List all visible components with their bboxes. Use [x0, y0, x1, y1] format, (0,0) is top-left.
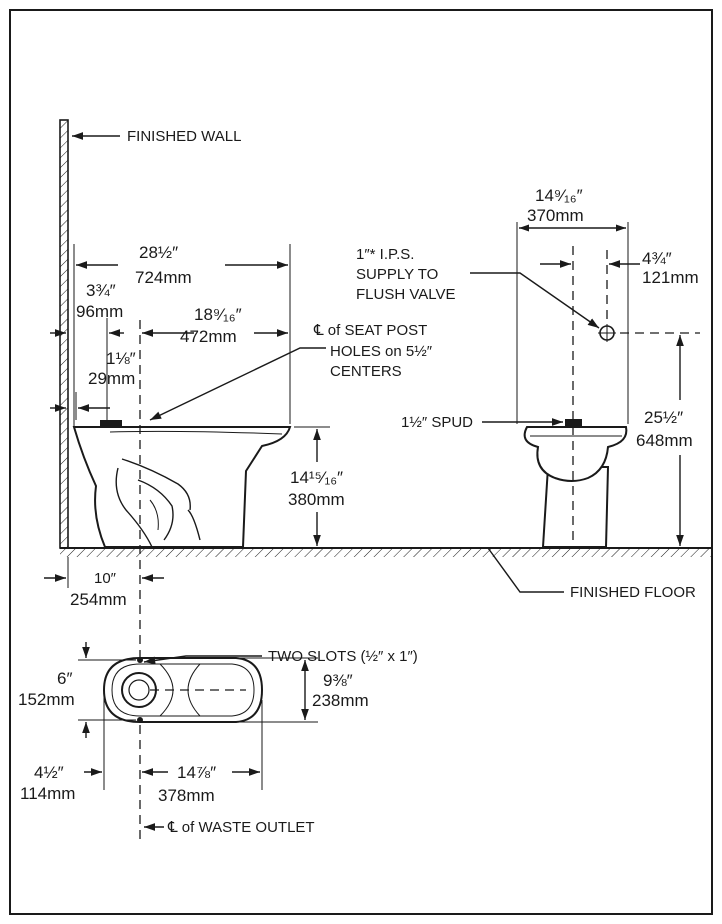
seat-offset-in: 3¾″	[86, 281, 116, 300]
slot-spacing-in: 6″	[57, 669, 72, 688]
tank-gap-mm: 29mm	[88, 369, 135, 388]
finished-wall	[59, 119, 69, 549]
finished-floor-label: FINISHED FLOOR	[570, 584, 696, 601]
side-view: FINISHED WALL FINISHED FLOOR 28½″ 724mm …	[44, 119, 712, 840]
rim-height-in: 14¹⁵⁄₁₆″	[290, 468, 343, 487]
tank-gap-in: 1⅛″	[106, 349, 136, 368]
front-width-in: 14⁹⁄₁₆″	[535, 186, 583, 205]
finished-wall-label: FINISHED WALL	[127, 128, 241, 145]
seat-to-front-mm: 472mm	[180, 327, 237, 346]
plan-view: TWO SLOTS (½″ x 1″) 6″ 152mm 9⅜″ 238mm 4…	[18, 642, 418, 836]
seat-offset-mm: 96mm	[76, 302, 123, 321]
supply-label-1: 1″* I.P.S.	[356, 246, 414, 263]
front-width-mm: 370mm	[527, 206, 584, 225]
base-length-mm: 378mm	[158, 786, 215, 805]
seat-post-label-3: CENTERS	[330, 363, 402, 380]
base-width-mm: 238mm	[312, 691, 369, 710]
overall-depth-in: 28½″	[139, 243, 178, 262]
base-rear-mm: 114mm	[20, 784, 75, 803]
supply-label-2: SUPPLY TO	[356, 266, 438, 283]
seat-post	[100, 420, 122, 427]
supply-label-3: FLUSH VALVE	[356, 286, 455, 303]
seat-post-label-1: ℄ of SEAT POST	[313, 322, 427, 339]
waste-outlet-label: ℄ of WASTE OUTLET	[167, 819, 315, 836]
slot-bottom	[137, 717, 143, 723]
spud	[565, 419, 582, 427]
supply-height-mm: 648mm	[636, 431, 693, 450]
rim-height-mm: 380mm	[288, 490, 345, 509]
supply-height-in: 25½″	[644, 408, 683, 427]
slot-spacing-mm: 152mm	[18, 690, 75, 709]
supply-offset-in: 4¾″	[642, 249, 672, 268]
overall-depth-mm: 724mm	[135, 268, 192, 287]
seat-post-label-2: HOLES on 5½″	[330, 343, 433, 360]
spud-label: 1½″ SPUD	[401, 414, 473, 431]
supply-offset-mm: 121mm	[642, 268, 699, 287]
base-length-in: 14⅞″	[177, 763, 216, 782]
rough-in-in: 10″	[94, 570, 117, 587]
rough-in-mm: 254mm	[70, 590, 127, 609]
finished-floor	[60, 548, 712, 557]
front-view: 14⁹⁄₁₆″ 370mm 4¾″ 121mm 1″* I.P.S. SUPPL…	[356, 186, 700, 548]
base-rear-in: 4½″	[34, 763, 64, 782]
slot-top	[137, 657, 143, 663]
drawing-frame	[9, 9, 713, 915]
seat-to-front-in: 18⁹⁄₁₆″	[194, 305, 242, 324]
base-width-in: 9⅜″	[323, 671, 353, 690]
two-slots-label: TWO SLOTS (½″ x 1″)	[268, 648, 418, 665]
